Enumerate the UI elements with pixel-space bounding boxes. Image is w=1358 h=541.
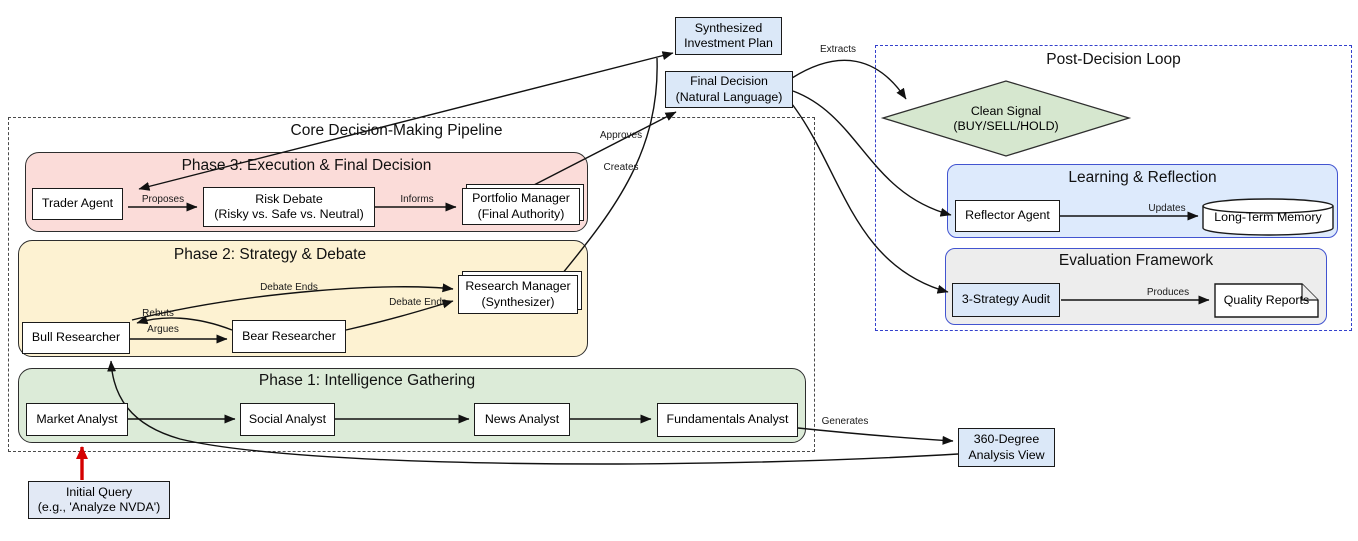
- post-decision-loop-container: [875, 45, 1352, 331]
- edge-label-approves: Approves: [599, 130, 643, 141]
- node-research-manager: Research Manager (Synthesizer): [458, 275, 578, 314]
- edge-label-produces: Produces: [1146, 287, 1190, 298]
- node-3-strategy-audit: 3-Strategy Audit: [952, 283, 1060, 317]
- post-decision-loop-title: Post-Decision Loop: [1046, 51, 1181, 68]
- phase1-title: Phase 1: Intelligence Gathering: [258, 372, 476, 389]
- node-portfolio-manager: Portfolio Manager (Final Authority): [462, 188, 580, 225]
- edge-label-rebuts: Rebuts: [142, 308, 174, 319]
- node-trader-agent: Trader Agent: [32, 188, 123, 220]
- edge-label-debate-ends-bull: Debate Ends: [260, 282, 318, 293]
- quality-reports-note: [1214, 283, 1319, 318]
- edge-decision-to-audit: [791, 103, 949, 294]
- node-market-analyst: Market Analyst: [26, 403, 128, 436]
- edge-plan-to-trader: [138, 51, 674, 191]
- edge-label-extracts: Extracts: [819, 44, 857, 55]
- learning-reflection-title: Learning & Reflection: [1068, 169, 1217, 186]
- edge-approves: [531, 111, 677, 187]
- edge-label-proposes: Proposes: [141, 194, 185, 205]
- edge-generates: [797, 427, 954, 445]
- edge-rebuts: [136, 315, 233, 331]
- edge-label-argues: Argues: [147, 324, 179, 335]
- node-reflector-agent: Reflector Agent: [955, 200, 1060, 232]
- node-news-analyst: News Analyst: [474, 403, 570, 436]
- long-term-memory-cylinder: [1202, 198, 1334, 236]
- node-clean-signal: Clean Signal (BUY/SELL/HOLD): [953, 103, 1059, 133]
- node-long-term-memory: Long-Term Memory: [1214, 210, 1322, 225]
- edge-debate-ends-bull: [131, 283, 454, 321]
- edge-label-debate-ends-bear: Debate Ends: [389, 297, 447, 308]
- edge-debate-ends-bear: [345, 299, 454, 331]
- node-social-analyst: Social Analyst: [240, 403, 335, 436]
- node-risk-debate: Risk Debate (Risky vs. Safe vs. Neutral): [203, 187, 375, 227]
- node-bull-researcher: Bull Researcher: [22, 322, 130, 354]
- node-fundamentals-analyst: Fundamentals Analyst: [657, 403, 798, 437]
- node-360-degree-analysis-view: 360-Degree Analysis View: [958, 428, 1055, 467]
- edge-label-creates: Creates: [603, 162, 639, 173]
- quality-reports-note-fold: [1301, 284, 1318, 301]
- edge-creates: [561, 57, 658, 275]
- node-final-decision: Final Decision (Natural Language): [665, 71, 793, 108]
- edge-decision-to-reflector: [792, 90, 952, 217]
- phase2-title: Phase 2: Strategy & Debate: [173, 246, 367, 263]
- evaluation-framework-title: Evaluation Framework: [1058, 252, 1214, 269]
- node-synthesized-investment-plan: Synthesized Investment Plan: [675, 17, 782, 55]
- edge-extracts: [791, 59, 907, 100]
- node-quality-reports: Quality Reports: [1223, 293, 1310, 308]
- clean-signal-diamond: [880, 80, 1132, 157]
- node-bear-researcher: Bear Researcher: [232, 320, 346, 353]
- edge-label-informs: Informs: [400, 194, 434, 205]
- edge-view360-to-bull: [107, 360, 959, 465]
- edge-label-updates: Updates: [1148, 203, 1186, 214]
- long-term-memory-cylinder-rim: [1202, 205, 1334, 214]
- node-initial-query: Initial Query (e.g., 'Analyze NVDA'): [28, 481, 170, 519]
- edge-label-generates: Generates: [821, 416, 869, 427]
